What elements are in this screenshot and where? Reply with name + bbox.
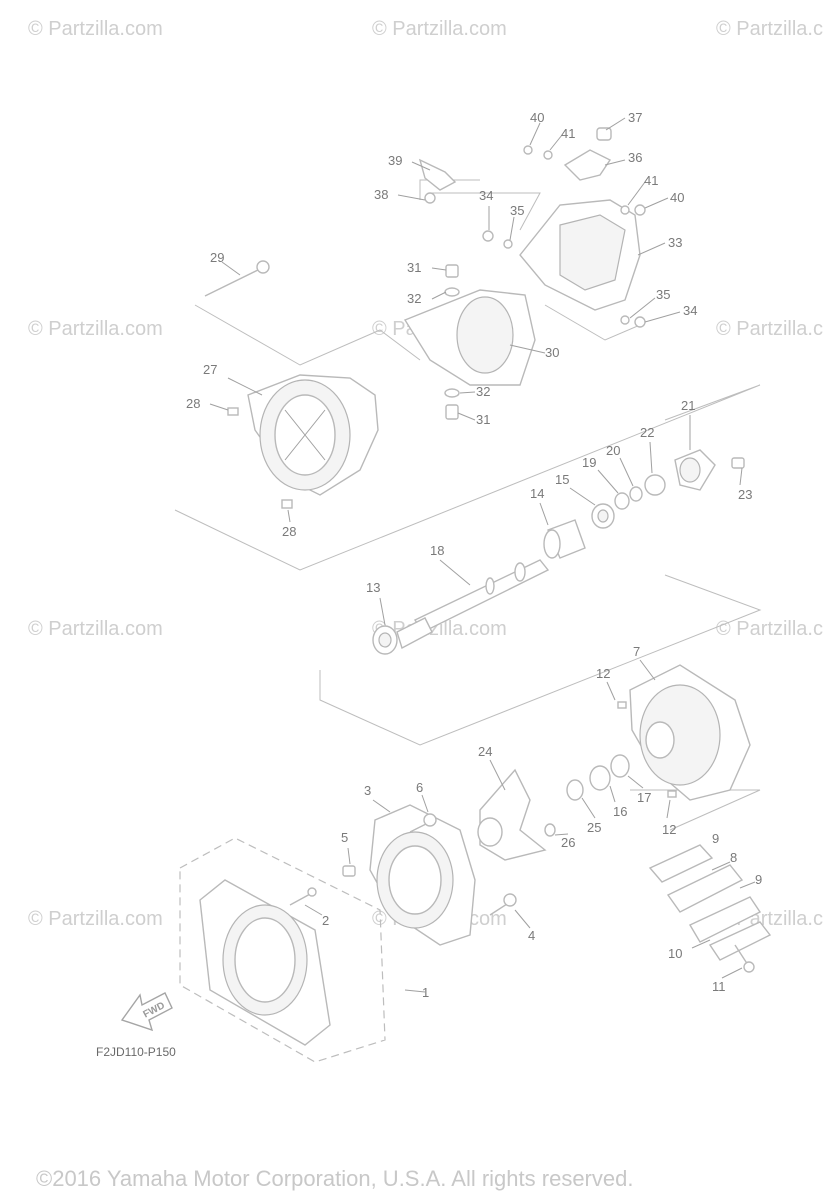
bearing-parts	[543, 449, 745, 559]
callout-41: 41	[561, 126, 575, 141]
callout-9: 9	[712, 831, 719, 846]
callout-8: 8	[730, 850, 737, 865]
copyright-footer: ©2016 Yamaha Motor Corporation, U.S.A. A…	[36, 1166, 633, 1191]
callout-1: 1	[422, 985, 429, 1000]
callout-leaders	[209, 117, 756, 993]
callout-9b: 9	[755, 872, 762, 887]
callout-38: 38	[374, 187, 388, 202]
callout-20: 20	[606, 443, 620, 458]
plate-8	[666, 864, 744, 913]
callout-39: 39	[388, 153, 402, 168]
callout-30: 30	[545, 345, 559, 360]
callout-24: 24	[478, 744, 492, 759]
impeller-housing	[617, 664, 751, 801]
o-ring	[644, 474, 666, 496]
callout-31b: 31	[476, 412, 490, 427]
watermark: © Partzilla.com	[28, 908, 163, 930]
callout-5: 5	[341, 830, 348, 845]
callout-34b: 34	[683, 303, 697, 318]
callout-28b: 28	[282, 524, 296, 539]
callout-4: 4	[528, 928, 535, 943]
callout-17: 17	[637, 790, 651, 805]
callout-12: 12	[596, 666, 610, 681]
callout-25: 25	[587, 820, 601, 835]
hose-bracket	[418, 158, 457, 191]
nozzle-assembly	[403, 264, 536, 420]
callout-40: 40	[530, 110, 544, 125]
watermark: © Partzilla.com	[28, 618, 163, 640]
watermark: © Partzilla.com	[28, 318, 163, 340]
ride-plate	[199, 879, 331, 1046]
watermark: © Partzilla.com	[716, 618, 823, 640]
callout-32: 32	[407, 291, 421, 306]
callout-28: 28	[186, 396, 200, 411]
callout-40b: 40	[670, 190, 684, 205]
callout-2: 2	[322, 913, 329, 928]
watermark: © Partzilla.com	[28, 18, 163, 40]
top-cover-assembly	[418, 127, 646, 328]
callout-labels: 1 2 3 4 5 6 7 8 9 9 10 11 12 12 13 14 15…	[186, 110, 762, 1000]
watermark: © Partzilla.com	[716, 318, 823, 340]
callout-23: 23	[738, 487, 752, 502]
callout-3: 3	[364, 783, 371, 798]
drain-plug	[596, 127, 612, 141]
callout-26: 26	[561, 835, 575, 850]
callout-15: 15	[555, 472, 569, 487]
jet-housing	[204, 260, 379, 509]
callout-11: 11	[712, 979, 726, 994]
watermark: © Partzilla.com	[372, 18, 507, 40]
assembly-frames	[174, 179, 762, 1063]
callout-7: 7	[633, 644, 640, 659]
callout-29: 29	[210, 250, 224, 265]
callout-16: 16	[613, 804, 627, 819]
gasket-9	[648, 844, 714, 883]
callout-13: 13	[366, 580, 380, 595]
watermark: © Partzilla.com	[716, 18, 823, 40]
gasket-9b	[689, 896, 762, 943]
callout-21: 21	[681, 398, 695, 413]
long-bolt	[204, 267, 263, 297]
callout-18: 18	[430, 543, 444, 558]
callout-37: 37	[628, 110, 642, 125]
callout-14: 14	[530, 486, 544, 501]
callout-10: 10	[668, 946, 682, 961]
callout-19: 19	[582, 455, 596, 470]
callout-36: 36	[628, 150, 642, 165]
callout-32b: 32	[476, 384, 490, 399]
diagram-code: F2JD110-P150	[96, 1045, 176, 1059]
callout-27: 27	[203, 362, 217, 377]
callout-12b: 12	[662, 822, 676, 837]
drive-shaft	[372, 559, 550, 655]
fwd-arrow-icon: FWD	[120, 992, 173, 1032]
intake-duct	[342, 804, 517, 946]
callout-35: 35	[510, 203, 524, 218]
callout-22: 22	[640, 425, 654, 440]
grate-parts	[648, 844, 772, 973]
callout-35b: 35	[656, 287, 670, 302]
impeller-parts	[477, 754, 630, 861]
callout-6: 6	[416, 780, 423, 795]
callout-31: 31	[407, 260, 421, 275]
cover-bracket	[563, 149, 612, 181]
plate-10	[708, 921, 772, 961]
callout-33: 33	[668, 235, 682, 250]
callout-34: 34	[479, 188, 493, 203]
callout-41b: 41	[644, 173, 658, 188]
